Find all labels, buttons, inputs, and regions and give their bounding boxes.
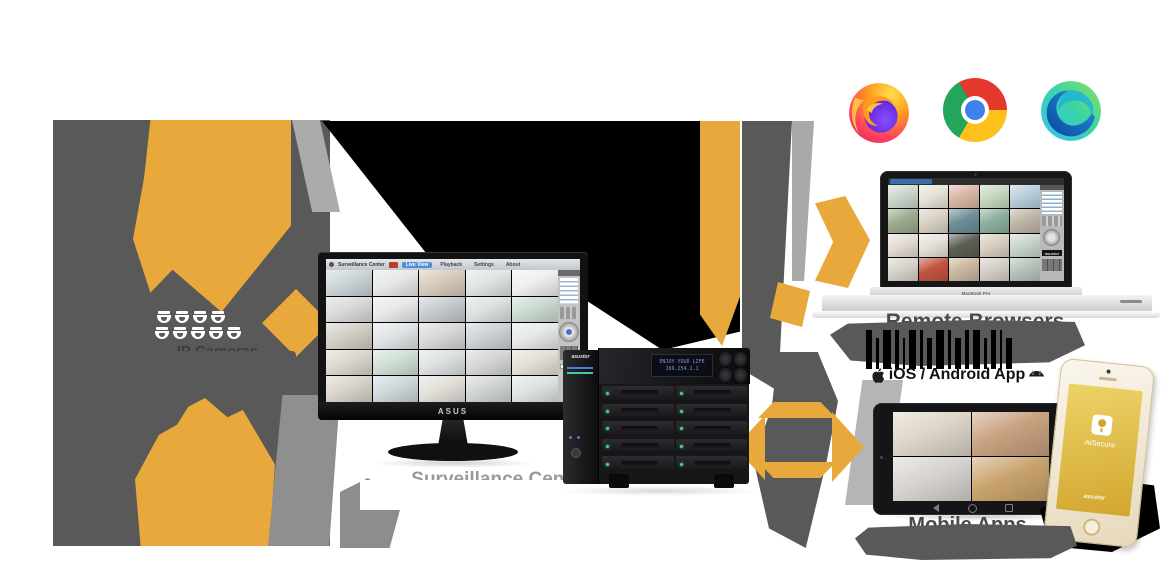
nas-led-bar-green [567,372,593,374]
yellow-sliver-center [770,282,810,327]
sidebar-topbar [558,270,580,276]
tablet [873,403,1078,515]
nas-power-button[interactable] [571,448,581,458]
laptop-app-topbar [888,178,1064,185]
nas-brand: asustor [571,354,590,360]
surveillance-app-title: Surveillance Center [338,261,385,268]
laptop-webcam-dot [974,173,977,176]
asus-logo: ASUS [437,407,469,416]
monitor-stand-base [388,443,518,461]
laptop-camera-grid [888,185,1040,281]
android-icon [1029,370,1045,377]
apple-icon [872,367,884,383]
ip-cameras-label-blob [138,351,296,371]
yellow-arrow-link-bottom [758,462,836,478]
tablet-recent-icon[interactable] [1005,504,1013,512]
nas-side-panel: asustor [563,350,598,484]
tablet-front-camera-dot [880,456,883,459]
phone: AiSecure asustor [1042,357,1156,549]
yellow-band-center [700,121,740,346]
camera-list-panel [560,278,578,304]
monitor-stand-neck [438,420,468,446]
browser-icons-row [846,77,1106,149]
laptop-screen-bezel: asustor [880,171,1072,288]
laptop-camera-list [1042,192,1062,214]
obscured-text-bars [866,330,1016,369]
ptz-center-dot [566,329,572,335]
phone-app-name: AiSecure [1084,437,1116,450]
mobile-apps-blob [855,524,1077,560]
laptop-sidebar-brand: asustor [1044,250,1060,256]
laptop-deck-slot [1120,300,1142,303]
tool-buttons [560,307,578,319]
phone-speaker [1098,376,1117,382]
laptop-sidebar-topbar [1040,185,1064,190]
black-region-top-center-left [322,121,586,255]
phone-home-button[interactable] [1082,517,1102,537]
nas-lcd: ENJOY YOUR LIFE 169.254.1.1 [651,354,713,377]
nas-foot-right [714,474,734,488]
monitor-bottom-bezel: ASUS [318,402,588,420]
nas-foot-left [609,474,629,488]
surveillance-label-cover [360,480,620,510]
tablet-shadow [880,512,1080,521]
surveillance-app-header: Surveillance Center Live View Playback S… [326,259,580,270]
laptop-deck [822,295,1152,315]
laptop-screen: asustor [888,178,1064,281]
nas: asustor ENJOY YOUR LIFE 169.254.1.1 [563,348,750,494]
laptop-app-title-chip [890,179,932,184]
chrome-icon [943,78,1007,142]
laptop-ptz-dial[interactable] [1043,229,1060,246]
tablet-back-icon[interactable] [933,504,939,512]
tab-live-view[interactable]: Live View [401,261,433,268]
nas-front: ENJOY YOUR LIFE 169.254.1.1 [598,348,750,488]
nas-led-bar-blue [567,367,593,369]
laptop-sidebar: asustor [1040,185,1064,281]
nas-drive-bays[interactable] [602,386,747,472]
laptop-deck-lip [812,311,1160,318]
laptop-brand: MacBook Pro [961,291,991,296]
edge-icon [1038,78,1104,144]
tab-playback[interactable]: Playback [440,261,463,268]
nas-lcd-buttons[interactable] [719,352,747,382]
tablet-home-icon[interactable] [967,503,977,513]
phone-brand: asustor [1083,493,1106,502]
platforms-row: iOS / Android App [858,364,1058,386]
nas-lcd-line1: ENJOY YOUR LIFE [659,358,705,365]
yellow-arrow-link-top [758,402,836,418]
phone-camera-dot [1106,369,1111,374]
monitor-camera-grid [326,270,558,402]
nas-lcd-line2: 169.254.1.1 [665,365,699,372]
tab-about[interactable]: About [505,261,521,268]
phone-screen: AiSecure asustor [1055,383,1143,517]
laptop-brand-chip: asustor [1042,250,1062,256]
platforms-label: iOS / Android App [888,366,1026,383]
laptop-tool-buttons [1042,216,1062,226]
monitor: Surveillance Center Live View Playback S… [318,252,588,420]
monitor-screen: Surveillance Center Live View Playback S… [326,259,580,402]
surveillance-app-logo-icon [329,262,334,267]
nas-usb-leds [569,436,572,439]
monitor-shadow [372,458,537,468]
tablet-nav-bar[interactable] [933,503,1013,513]
laptop-thumbs [1042,259,1062,271]
laptop: asustor MacBook Pro [812,168,1160,318]
ip-camera-icon-row-1 [157,311,225,324]
aisecure-app-icon [1090,414,1113,437]
firefox-icon [846,77,912,147]
gray-strip-center [792,121,814,281]
ip-camera-icon-row-2 [155,327,241,340]
nas-shadow [560,486,760,496]
record-badge [388,261,398,268]
tablet-camera-grid [893,412,1049,501]
tab-settings[interactable]: Settings [474,261,494,268]
